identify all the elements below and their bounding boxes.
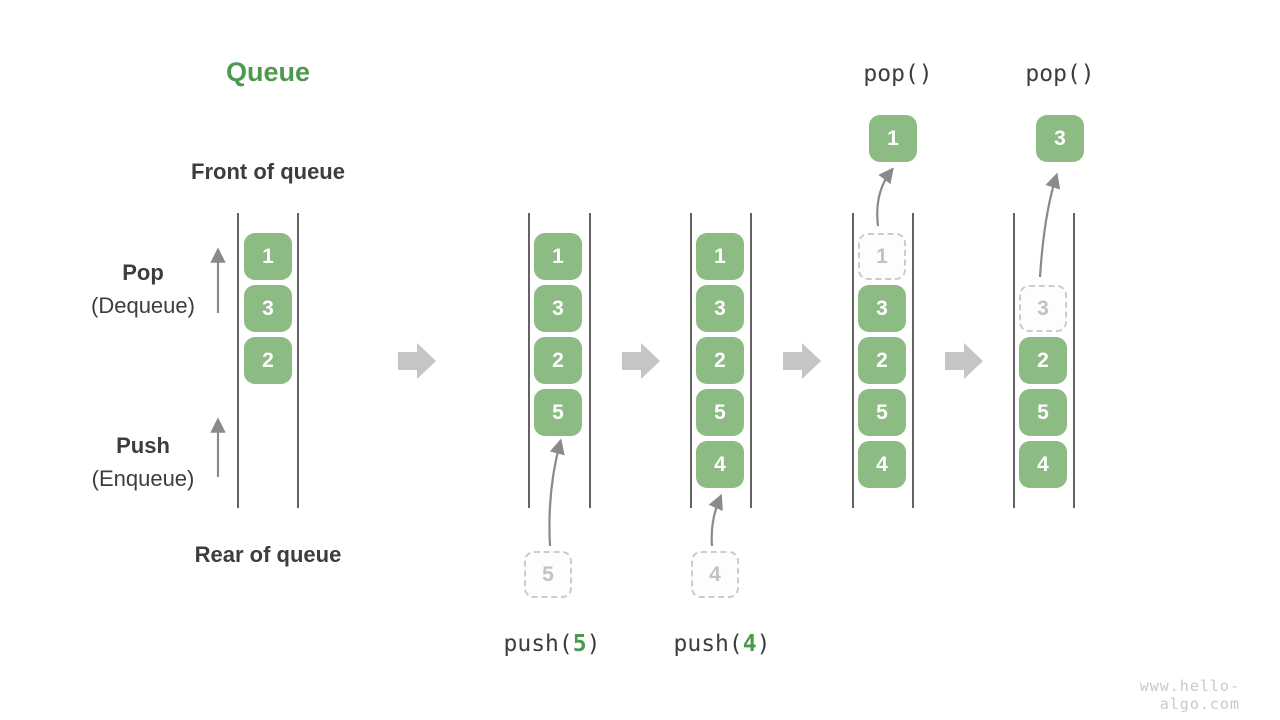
queue-cell: 1 [696, 233, 744, 280]
queue-wall [237, 213, 239, 508]
popped-element: 3 [1036, 115, 1084, 162]
step-arrow-icon [783, 343, 821, 379]
queue-cell: 5 [696, 389, 744, 436]
queue-wall [912, 213, 914, 508]
incoming-element-ghost: 5 [524, 551, 572, 598]
push-label: Push [116, 433, 170, 458]
queue-cell: 4 [1019, 441, 1067, 488]
popped-element: 1 [869, 115, 917, 162]
pop-operation-label: Pop (Dequeue) [68, 256, 218, 322]
push-arg-4: 4 [742, 631, 757, 657]
push-call-label-1: push(5) [503, 631, 601, 657]
pop-call-label-1: pop() [863, 61, 933, 87]
watermark: www.hello-algo.com [1139, 677, 1240, 713]
pop-label: Pop [122, 260, 164, 285]
queue-wall [852, 213, 854, 508]
queue-cell: 4 [858, 441, 906, 488]
queue-cell: 2 [1019, 337, 1067, 384]
queue-cell: 3 [534, 285, 582, 332]
removed-element-ghost: 1 [858, 233, 906, 280]
queue-wall [589, 213, 591, 508]
pop-call-label-2: pop() [1025, 61, 1095, 87]
queue-wall [1013, 213, 1015, 508]
diagram-title: Queue [225, 57, 311, 87]
enqueue-label: (Enqueue) [91, 466, 195, 491]
queue-cell: 3 [858, 285, 906, 332]
queue-cell: 1 [534, 233, 582, 280]
pop-1-arrow [876, 167, 894, 227]
queue-cell: 1 [244, 233, 292, 280]
push-arg-5: 5 [572, 631, 587, 657]
removed-element-ghost: 3 [1019, 285, 1067, 332]
push-4-arrow [708, 493, 723, 547]
dequeue-label: (Dequeue) [91, 293, 195, 318]
queue-cell: 2 [858, 337, 906, 384]
queue-cell: 3 [244, 285, 292, 332]
queue-cell: 2 [244, 337, 292, 384]
push-5-arrow [548, 438, 565, 547]
push-call-label-2: push(4) [673, 631, 771, 657]
rear-of-queue-label: Rear of queue [194, 542, 342, 567]
queue-cell: 5 [534, 389, 582, 436]
queue-wall [690, 213, 692, 508]
queue-cell: 5 [1019, 389, 1067, 436]
front-of-queue-label: Front of queue [191, 159, 345, 184]
pop-3-arrow [1038, 172, 1061, 278]
queue-wall [528, 213, 530, 508]
step-arrow-icon [945, 343, 983, 379]
queue-cell: 5 [858, 389, 906, 436]
incoming-element-ghost: 4 [691, 551, 739, 598]
queue-wall [1073, 213, 1075, 508]
step-arrow-icon [398, 343, 436, 379]
push-operation-label: Push (Enqueue) [68, 429, 218, 495]
queue-wall [750, 213, 752, 508]
queue-cell: 2 [696, 337, 744, 384]
queue-cell: 4 [696, 441, 744, 488]
queue-wall [297, 213, 299, 508]
queue-cell: 2 [534, 337, 582, 384]
queue-cell: 3 [696, 285, 744, 332]
step-arrow-icon [622, 343, 660, 379]
